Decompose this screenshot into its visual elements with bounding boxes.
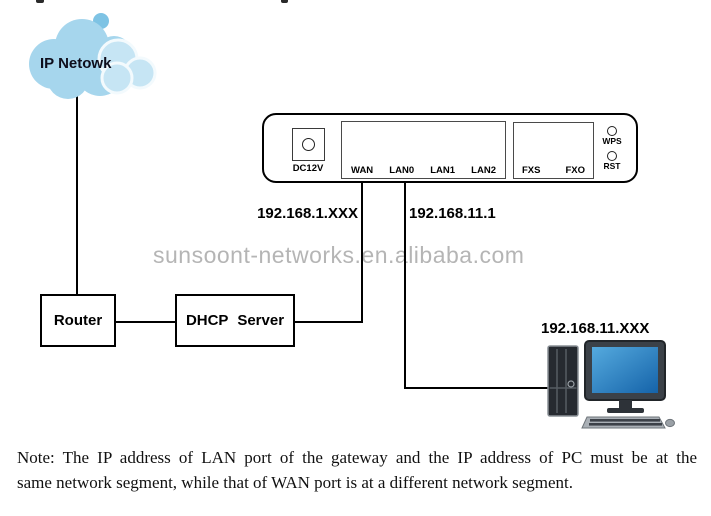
crop-artifact xyxy=(281,0,288,3)
pc-keyboard-icon xyxy=(581,416,666,429)
link-lan0-vertical xyxy=(404,182,406,389)
ip-network-cloud: IP Netowk xyxy=(29,13,157,99)
phone-port-group: FXS FXO xyxy=(513,122,594,179)
cloud-label: IP Netowk xyxy=(40,55,112,72)
port-label-fxo: FXO xyxy=(565,165,585,176)
port-label-lan0: LAN0 xyxy=(389,165,415,176)
dc-jack-icon xyxy=(302,138,315,151)
pc-mouse-icon xyxy=(665,418,675,428)
dc-power-port xyxy=(292,128,325,161)
port-label-lan2: LAN2 xyxy=(471,165,496,176)
port-label-wan: WAN xyxy=(351,165,374,176)
wps-button-icon xyxy=(607,126,617,136)
dhcp-server-node: DHCP Server xyxy=(175,294,295,347)
rst-button-icon xyxy=(607,151,617,161)
link-router-to-dhcp xyxy=(112,321,176,323)
gateway-device-panel: DC12V WAN LAN0 LAN1 LAN2 FXS FXO WPS RST xyxy=(262,113,638,183)
link-wan-vertical xyxy=(361,182,363,323)
dc-port-label: DC12V xyxy=(292,163,324,174)
router-node: Router xyxy=(40,294,116,347)
note-line-1: Note: The IP address of LAN port of the … xyxy=(17,448,697,467)
pc-tower-icon xyxy=(547,345,579,417)
lan-ip-label: 192.168.11.1 xyxy=(409,205,496,222)
note-line-2: same network segment, while that of WAN … xyxy=(17,473,573,492)
link-dhcp-to-wan-horizontal xyxy=(291,321,363,323)
rst-button-label: RST xyxy=(603,161,621,171)
watermark-text: sunsoont-networks.en.alibaba.com xyxy=(153,242,525,268)
note-text: Note: The IP address of LAN port of the … xyxy=(17,445,697,495)
router-label: Router xyxy=(53,312,103,329)
wan-ip-label: 192.168.1.XXX xyxy=(257,205,358,222)
pc-monitor-icon xyxy=(584,340,666,413)
port-label-fxs: FXS xyxy=(522,165,541,176)
wps-button-label: WPS xyxy=(602,136,622,146)
port-label-lan1: LAN1 xyxy=(430,165,456,176)
device-buttons: WPS RST xyxy=(594,126,630,172)
link-cloud-to-router xyxy=(76,88,78,294)
crop-artifact xyxy=(36,0,44,3)
desktop-pc xyxy=(547,340,675,429)
dhcp-server-label: DHCP Server xyxy=(185,312,285,329)
ethernet-port-group: WAN LAN0 LAN1 LAN2 xyxy=(341,121,506,179)
pc-ip-label: 192.168.11.XXX xyxy=(541,320,650,337)
link-lan0-to-pc-horizontal xyxy=(404,387,550,389)
